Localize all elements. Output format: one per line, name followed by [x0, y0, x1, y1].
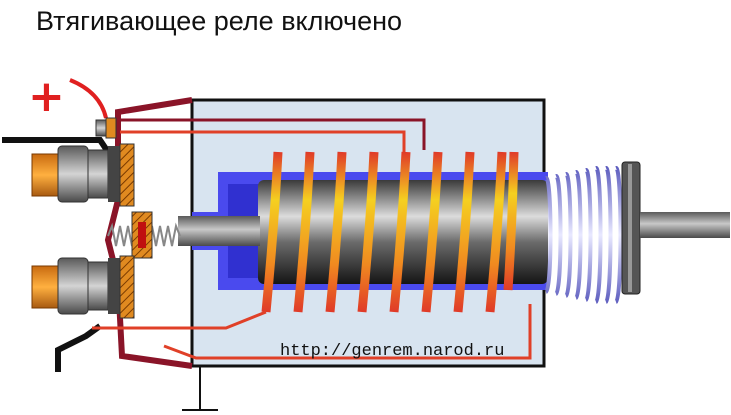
diagram-title: Втягивающее реле включено [36, 6, 403, 36]
end-cap-shine [628, 164, 632, 292]
control-terminal [95, 117, 117, 139]
coil-lead-return [92, 310, 267, 330]
coil-windings [261, 151, 519, 313]
contact-disc-center [138, 222, 146, 248]
positive-wire [69, 78, 108, 119]
starter-cable [55, 323, 102, 372]
plunger-stem [178, 216, 260, 246]
upper-terminal [31, 143, 135, 207]
coil-lead-hold [120, 118, 426, 150]
lower-terminal [31, 255, 135, 319]
contact-frame [104, 97, 193, 369]
output-rod [640, 212, 730, 238]
coil-lead-pull [120, 130, 406, 152]
battery-cable [2, 137, 111, 154]
plus-sign: + [28, 71, 65, 122]
coil-lead-ground [163, 304, 532, 360]
watermark-url: http://genrem.narod.ru [280, 342, 505, 361]
return-spring [544, 165, 623, 304]
